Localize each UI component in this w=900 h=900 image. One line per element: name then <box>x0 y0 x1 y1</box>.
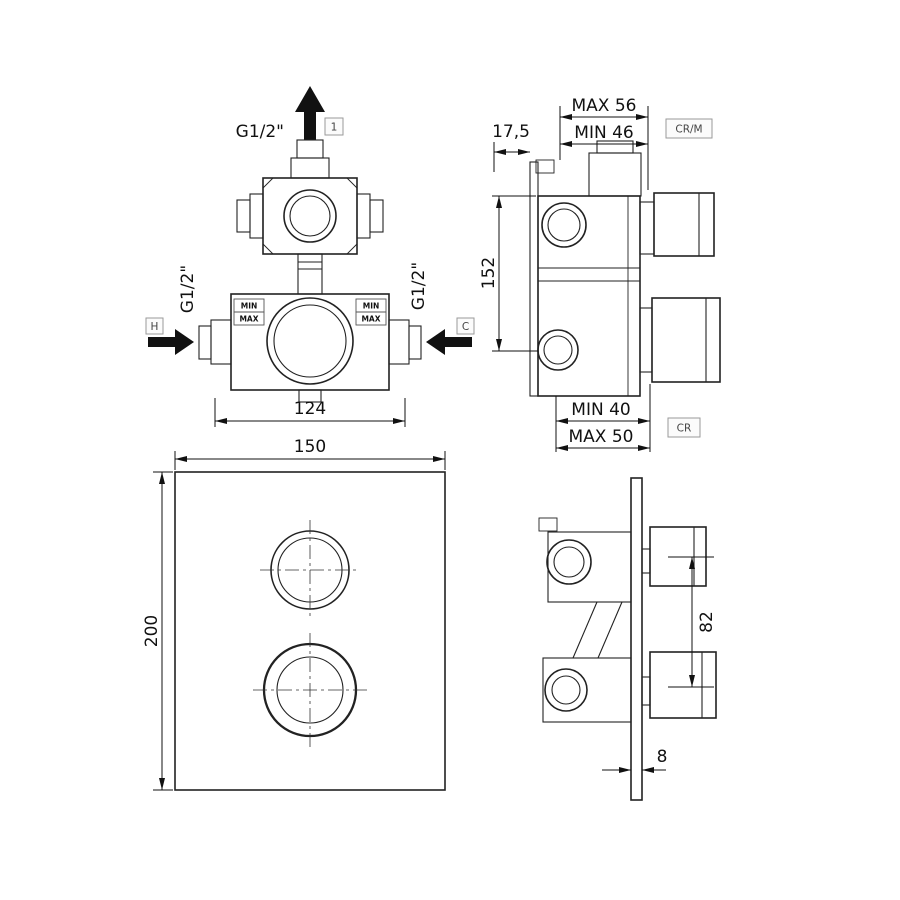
diverter-body <box>236 139 384 255</box>
dim-valve-height-label: 152 <box>479 257 499 289</box>
dim-handle-depth-bottom: MIN 40 MAX 50 <box>555 384 651 452</box>
front-valve-view: G1/2" 1 <box>145 86 475 427</box>
dim-handle-max-bottom-label: MAX 50 <box>569 427 634 447</box>
min-tag-left: MIN <box>241 302 258 311</box>
cold-inlet: C G1/2" <box>409 262 475 355</box>
outlet-size-label: G1/2" <box>236 122 284 142</box>
dim-plate-width-label: 150 <box>294 437 326 457</box>
dim-handle-spacing: 82 <box>668 556 717 688</box>
dim-plate-thickness: 8 <box>602 747 668 773</box>
cold-tag: C <box>462 321 469 333</box>
dim-handle-depth-top: MAX 56 MIN 46 <box>559 96 649 190</box>
cold-flow-arrow-icon <box>426 329 472 355</box>
outlet-ref-label: 1 <box>331 122 338 134</box>
dim-handle-spacing-label: 82 <box>697 611 717 633</box>
mixer-body: MIN MAX MIN MAX <box>198 293 422 403</box>
cold-size-label: G1/2" <box>409 262 429 310</box>
mounting-tab <box>538 517 558 532</box>
hot-flow-arrow-icon <box>148 329 194 355</box>
dim-plate-width: 150 <box>174 437 446 470</box>
hot-inlet: H G1/2" <box>145 265 198 355</box>
front-plate-view: 150 200 <box>142 437 446 791</box>
mounting-tab-top <box>535 159 555 174</box>
dim-flange-depth-label: 17,5 <box>492 122 530 142</box>
thermostatic-knob-front <box>253 633 367 747</box>
finish-code-top-box <box>665 118 713 139</box>
max-tag-right-box <box>355 311 387 326</box>
finish-code-bottom-box <box>667 417 701 438</box>
finish-code-top-label: CR/M <box>675 124 702 136</box>
thermostatic-knob-installed <box>641 651 717 719</box>
dim-plate-height: 200 <box>142 471 173 791</box>
side-valve-view: 17,5 MAX 56 MIN 46 CR/M 152 MIN 40 M <box>479 96 721 452</box>
dim-plate-height-label: 200 <box>142 615 162 647</box>
dim-valve-height: 152 <box>479 195 538 352</box>
hot-tag-box <box>145 317 164 335</box>
dim-handle-min-label: MIN 46 <box>574 123 633 143</box>
dim-body-width: 124 <box>214 398 406 427</box>
cold-tag-box <box>456 317 475 335</box>
dim-flange-depth: 17,5 <box>492 122 530 172</box>
dim-handle-min-bottom-label: MIN 40 <box>571 400 630 420</box>
max-tag-right: MAX <box>361 315 380 324</box>
max-tag-left-box <box>233 311 265 326</box>
outlet-ref-box <box>324 117 344 136</box>
diverter-knob-front <box>260 520 360 620</box>
side-installed-view: 82 8 <box>538 477 717 801</box>
dim-handle-max-label: MAX 56 <box>572 96 637 116</box>
flange-plate-side <box>529 161 539 397</box>
min-tag-right: MIN <box>363 302 380 311</box>
wall-plate <box>174 471 446 791</box>
hot-size-label: G1/2" <box>178 265 198 313</box>
dim-body-width-label: 124 <box>294 399 326 419</box>
dim-plate-thickness-label: 8 <box>657 747 668 767</box>
hot-tag: H <box>151 321 159 333</box>
diverter-knob-side <box>639 192 715 257</box>
max-tag-left: MAX <box>239 315 258 324</box>
outlet-flow-arrow-icon <box>295 86 325 140</box>
valve-housing-side <box>537 195 641 397</box>
wall-plate-edge <box>630 477 643 801</box>
connector-pipe <box>297 253 323 295</box>
thermostatic-knob-side <box>639 297 721 383</box>
finish-code-bottom-label: CR <box>677 423 692 435</box>
